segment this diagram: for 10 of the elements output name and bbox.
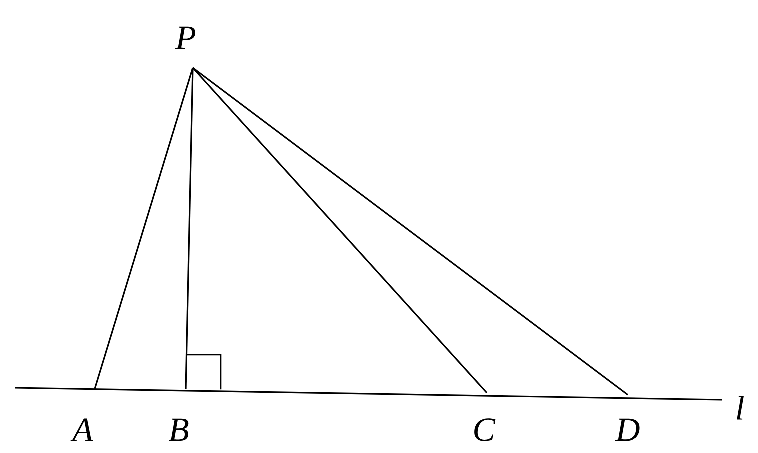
point-label: C bbox=[474, 418, 496, 442]
point-label: P bbox=[175, 26, 196, 50]
point-label: A bbox=[70, 418, 94, 442]
line-segment bbox=[192, 67, 628, 396]
line-segment bbox=[185, 68, 194, 390]
line-label: l bbox=[737, 396, 744, 420]
point-label: B bbox=[168, 418, 189, 442]
line-segment bbox=[94, 68, 194, 390]
line-segment bbox=[192, 67, 488, 394]
point-label: D bbox=[615, 418, 640, 442]
